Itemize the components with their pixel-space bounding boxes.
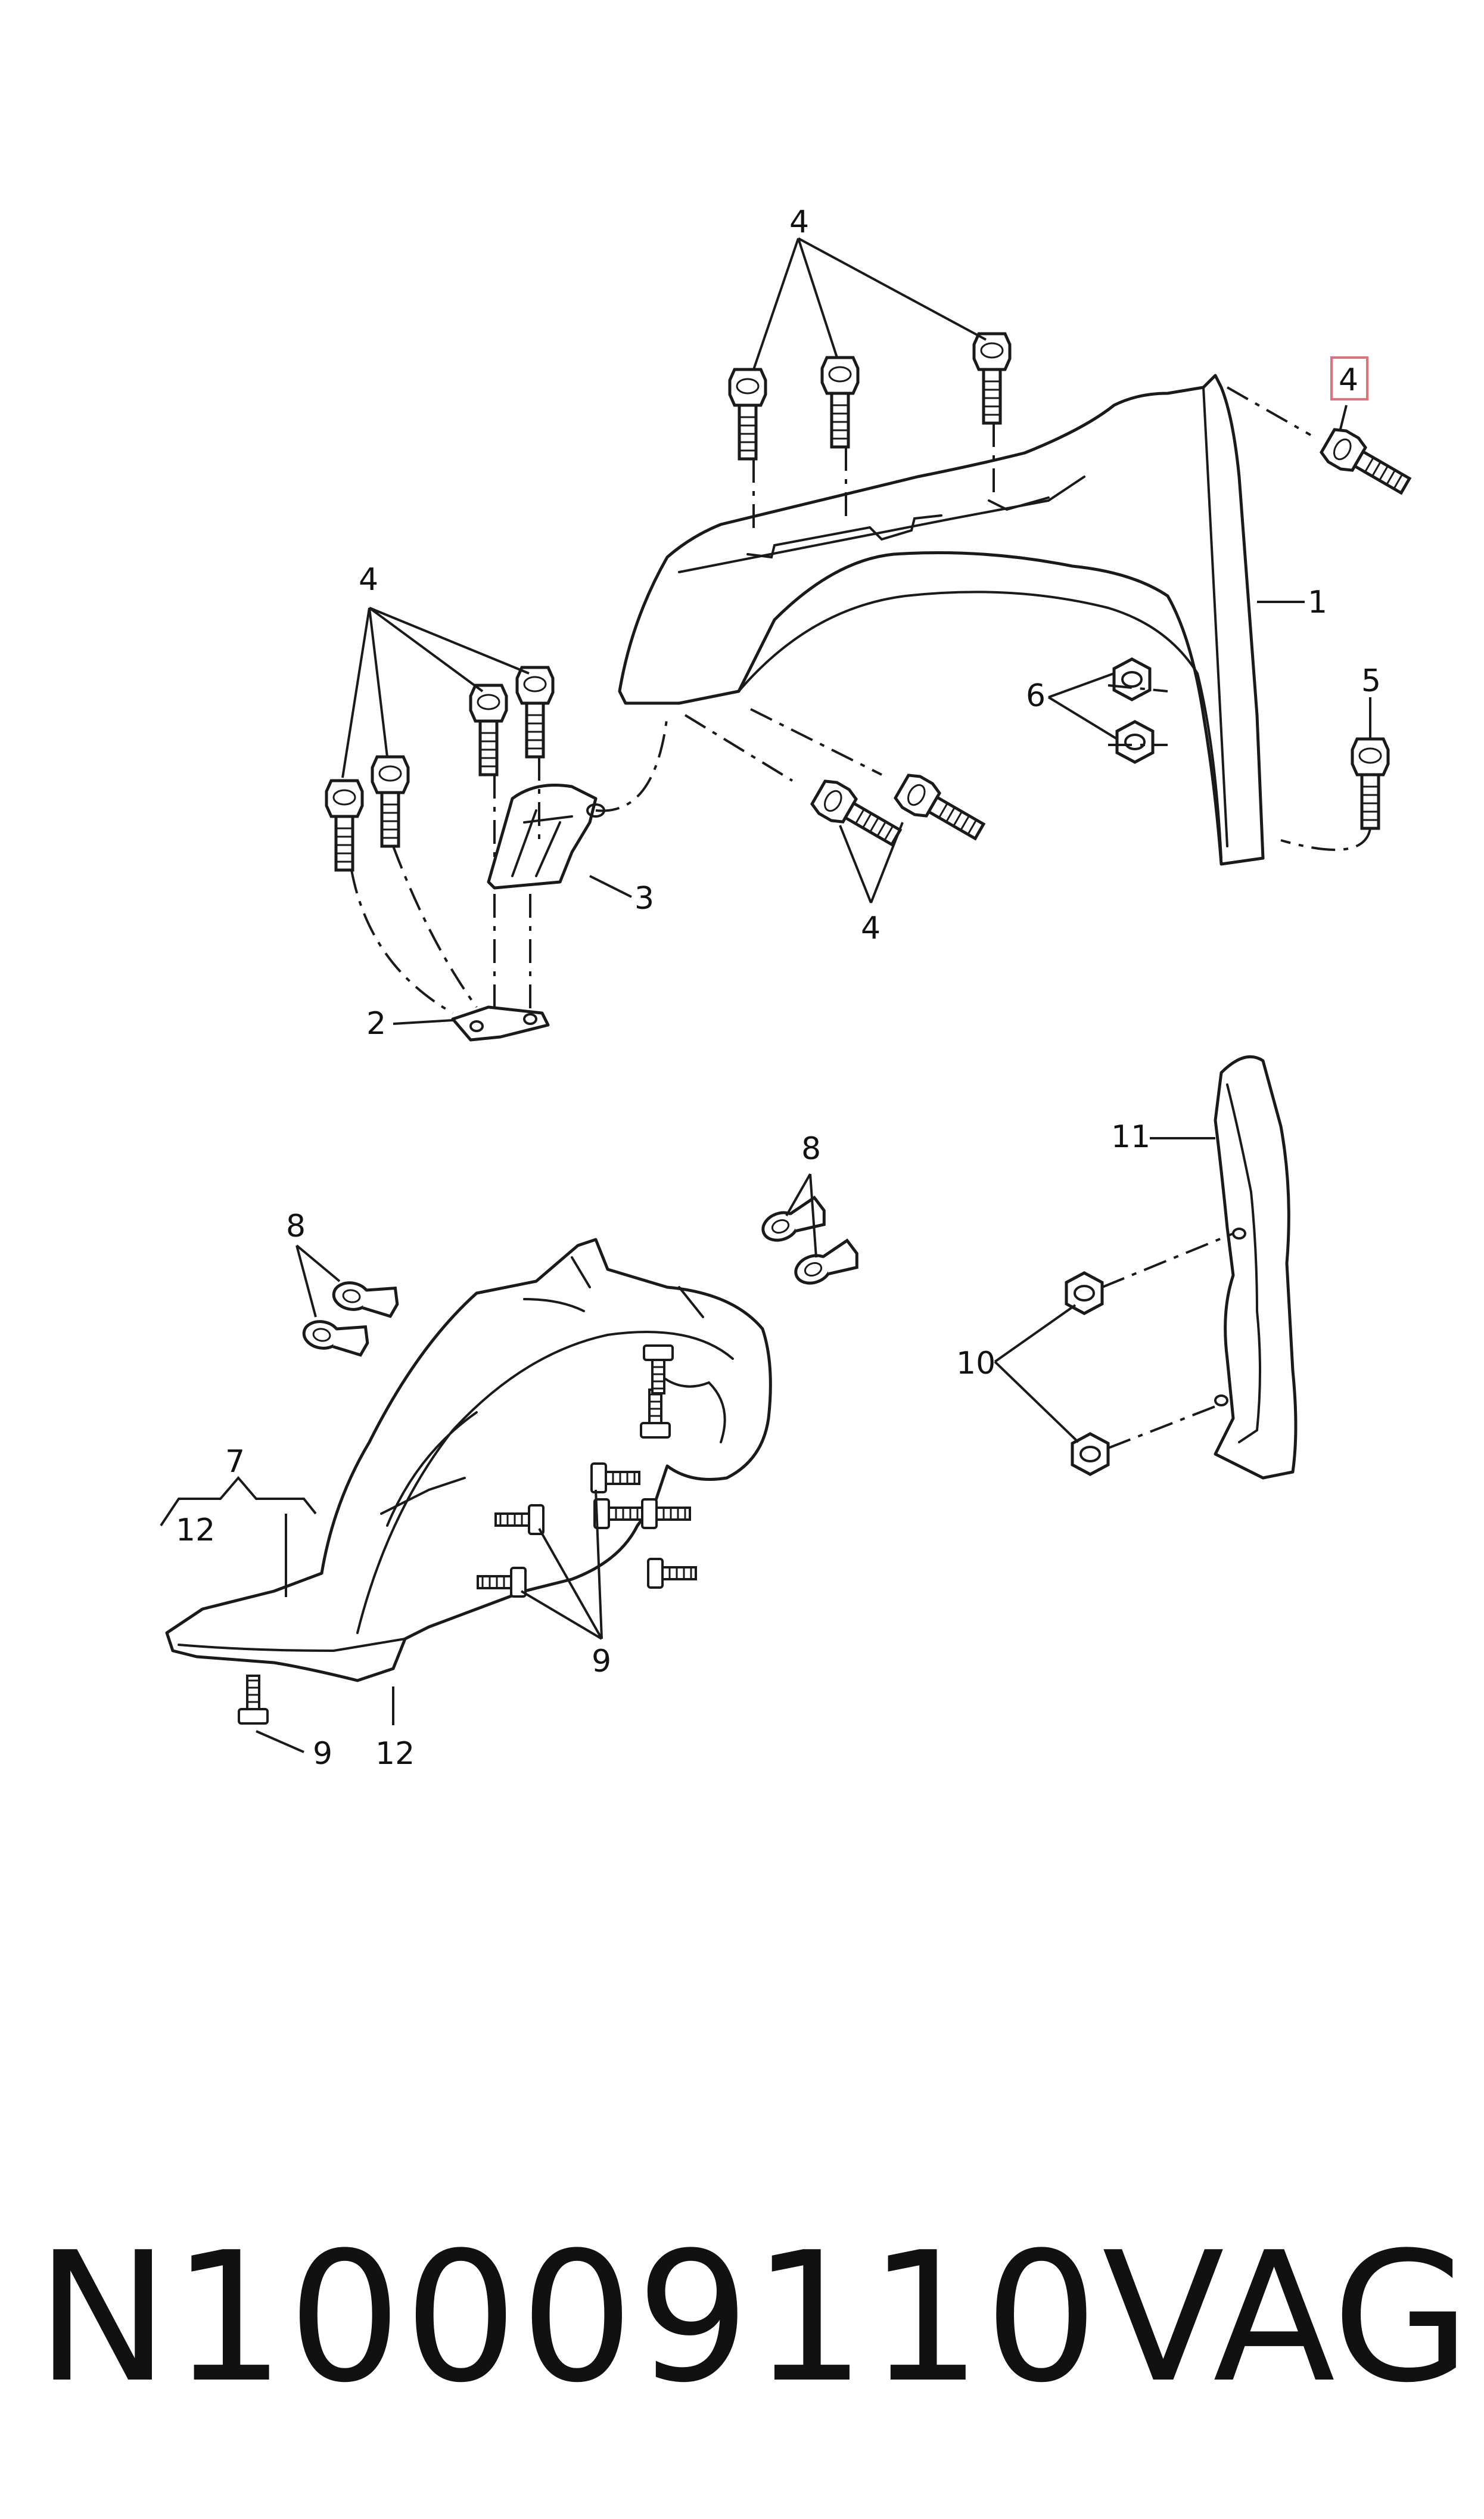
callout-highlight-box	[1330, 356, 1368, 400]
nut-icon	[1114, 659, 1150, 700]
callout-9: 9	[592, 1644, 611, 1679]
callout-8: 8	[286, 1209, 306, 1244]
bracket-2	[451, 1005, 550, 1042]
callout-10: 10	[956, 1346, 995, 1381]
leader-line	[589, 875, 632, 898]
nut-icon	[1072, 1434, 1108, 1474]
bolt-icon	[517, 667, 553, 757]
callout-8: 8	[801, 1131, 821, 1167]
leader-line	[994, 1304, 1079, 1443]
callout-5: 5	[1361, 663, 1381, 699]
mud-flap	[1214, 1055, 1298, 1480]
screw-icon	[238, 1675, 269, 1725]
callout-1: 1	[1308, 585, 1327, 620]
callout-7: 7	[225, 1444, 245, 1480]
part-number: N10009110	[36, 2214, 1101, 2422]
leader-line	[1339, 405, 1348, 430]
fender-panel	[618, 374, 1265, 866]
bolt-icon	[893, 771, 988, 847]
callout-4-highlighted: 4	[1339, 362, 1358, 398]
wheel-housing-liner	[165, 1238, 772, 1682]
leader-line	[341, 607, 530, 778]
callout-4: 4	[861, 911, 881, 946]
install-line	[750, 708, 882, 776]
bolt-icon	[1319, 425, 1414, 501]
leader-line	[839, 822, 904, 903]
nut-icon	[1117, 722, 1153, 762]
leader-line	[160, 1476, 317, 1597]
callout-11: 11	[1111, 1119, 1150, 1155]
clip-icon	[302, 1316, 371, 1356]
bracket-3	[487, 784, 605, 890]
bolt-icon	[730, 369, 766, 459]
bolt-icon	[1352, 739, 1388, 828]
install-line	[1227, 386, 1311, 436]
install-line	[350, 869, 453, 1014]
footer: N10009110 VAG	[0, 2205, 1484, 2431]
leader-line	[256, 1730, 304, 1753]
install-line	[1107, 1405, 1216, 1449]
callout-3: 3	[634, 881, 654, 917]
brand-name: VAG	[1102, 2214, 1471, 2422]
leader-line	[393, 1019, 453, 1025]
bolt-icon	[372, 757, 408, 846]
callout-9: 9	[313, 1736, 332, 1772]
callout-4: 4	[789, 204, 809, 240]
install-line	[1107, 684, 1168, 692]
bolt-icon	[326, 781, 362, 870]
bolt-icon	[471, 685, 506, 775]
leader-line	[520, 1489, 603, 1640]
callout-2: 2	[366, 1006, 386, 1042]
leader-line	[785, 1173, 817, 1258]
leader-line	[295, 1244, 341, 1318]
callout-4: 4	[359, 562, 378, 598]
screw-icon	[641, 1498, 691, 1529]
install-line	[392, 846, 478, 1008]
install-line	[684, 714, 794, 782]
install-line	[595, 715, 668, 812]
callout-12: 12	[375, 1736, 415, 1772]
screw-icon	[647, 1558, 697, 1589]
callout-12: 12	[176, 1512, 215, 1548]
leader-line	[752, 237, 987, 370]
install-line	[1280, 828, 1371, 851]
bolt-icon	[810, 777, 905, 853]
clip-icon	[791, 1239, 861, 1288]
bolt-icon	[974, 334, 1010, 423]
leader-line	[1047, 672, 1118, 740]
callout-6: 6	[1026, 678, 1046, 714]
clip-icon	[332, 1278, 400, 1317]
bolt-icon	[822, 358, 858, 447]
install-line	[1102, 1232, 1234, 1288]
